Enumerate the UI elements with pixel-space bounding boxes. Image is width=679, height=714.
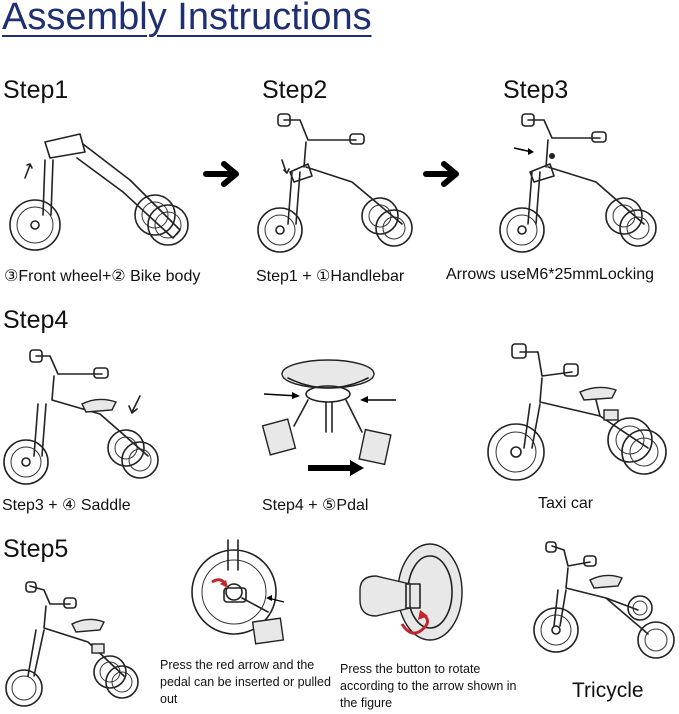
step2-caption: Step1 + ①Handlebar (256, 268, 405, 285)
step3-label: Step3 (503, 76, 569, 104)
step4-saddle-illustration (3, 349, 159, 485)
rotate-button-note: Press the button to rotate according to … (340, 662, 517, 710)
taxi-car-illustration (487, 343, 667, 481)
step3-illustration (499, 113, 657, 253)
pedal-insert-note: Press the red arrow and the pedal can be… (160, 658, 331, 706)
step1-caption: ③Front wheel+② Bike body (4, 268, 201, 285)
step1-label: Step1 (3, 76, 69, 104)
step4-pedal-illustration (261, 359, 396, 476)
arrow-right-icon (203, 161, 239, 187)
tricycle-illustration (533, 541, 675, 659)
rotate-button-illustration (359, 543, 463, 641)
pedal-insert-illustration (191, 539, 285, 645)
step2-illustration (257, 113, 413, 253)
step2-label: Step2 (262, 76, 328, 104)
arrow-right-icon (423, 161, 459, 187)
page-title: Assembly Instructions (2, 0, 372, 38)
step4-pedal-caption: Step4 + ⑤Pdal (262, 497, 369, 514)
taxi-car-caption: Taxi car (538, 495, 594, 512)
step4-saddle-caption: Step3 + ④ Saddle (2, 497, 131, 514)
step5-bike-illustration (5, 581, 139, 707)
step3-caption: Arrows useM6*25mmLocking (446, 266, 655, 283)
step1-illustration (9, 133, 189, 251)
step5-label: Step5 (3, 535, 69, 563)
tricycle-caption: Tricycle (572, 679, 644, 702)
step4-label: Step4 (3, 306, 69, 334)
